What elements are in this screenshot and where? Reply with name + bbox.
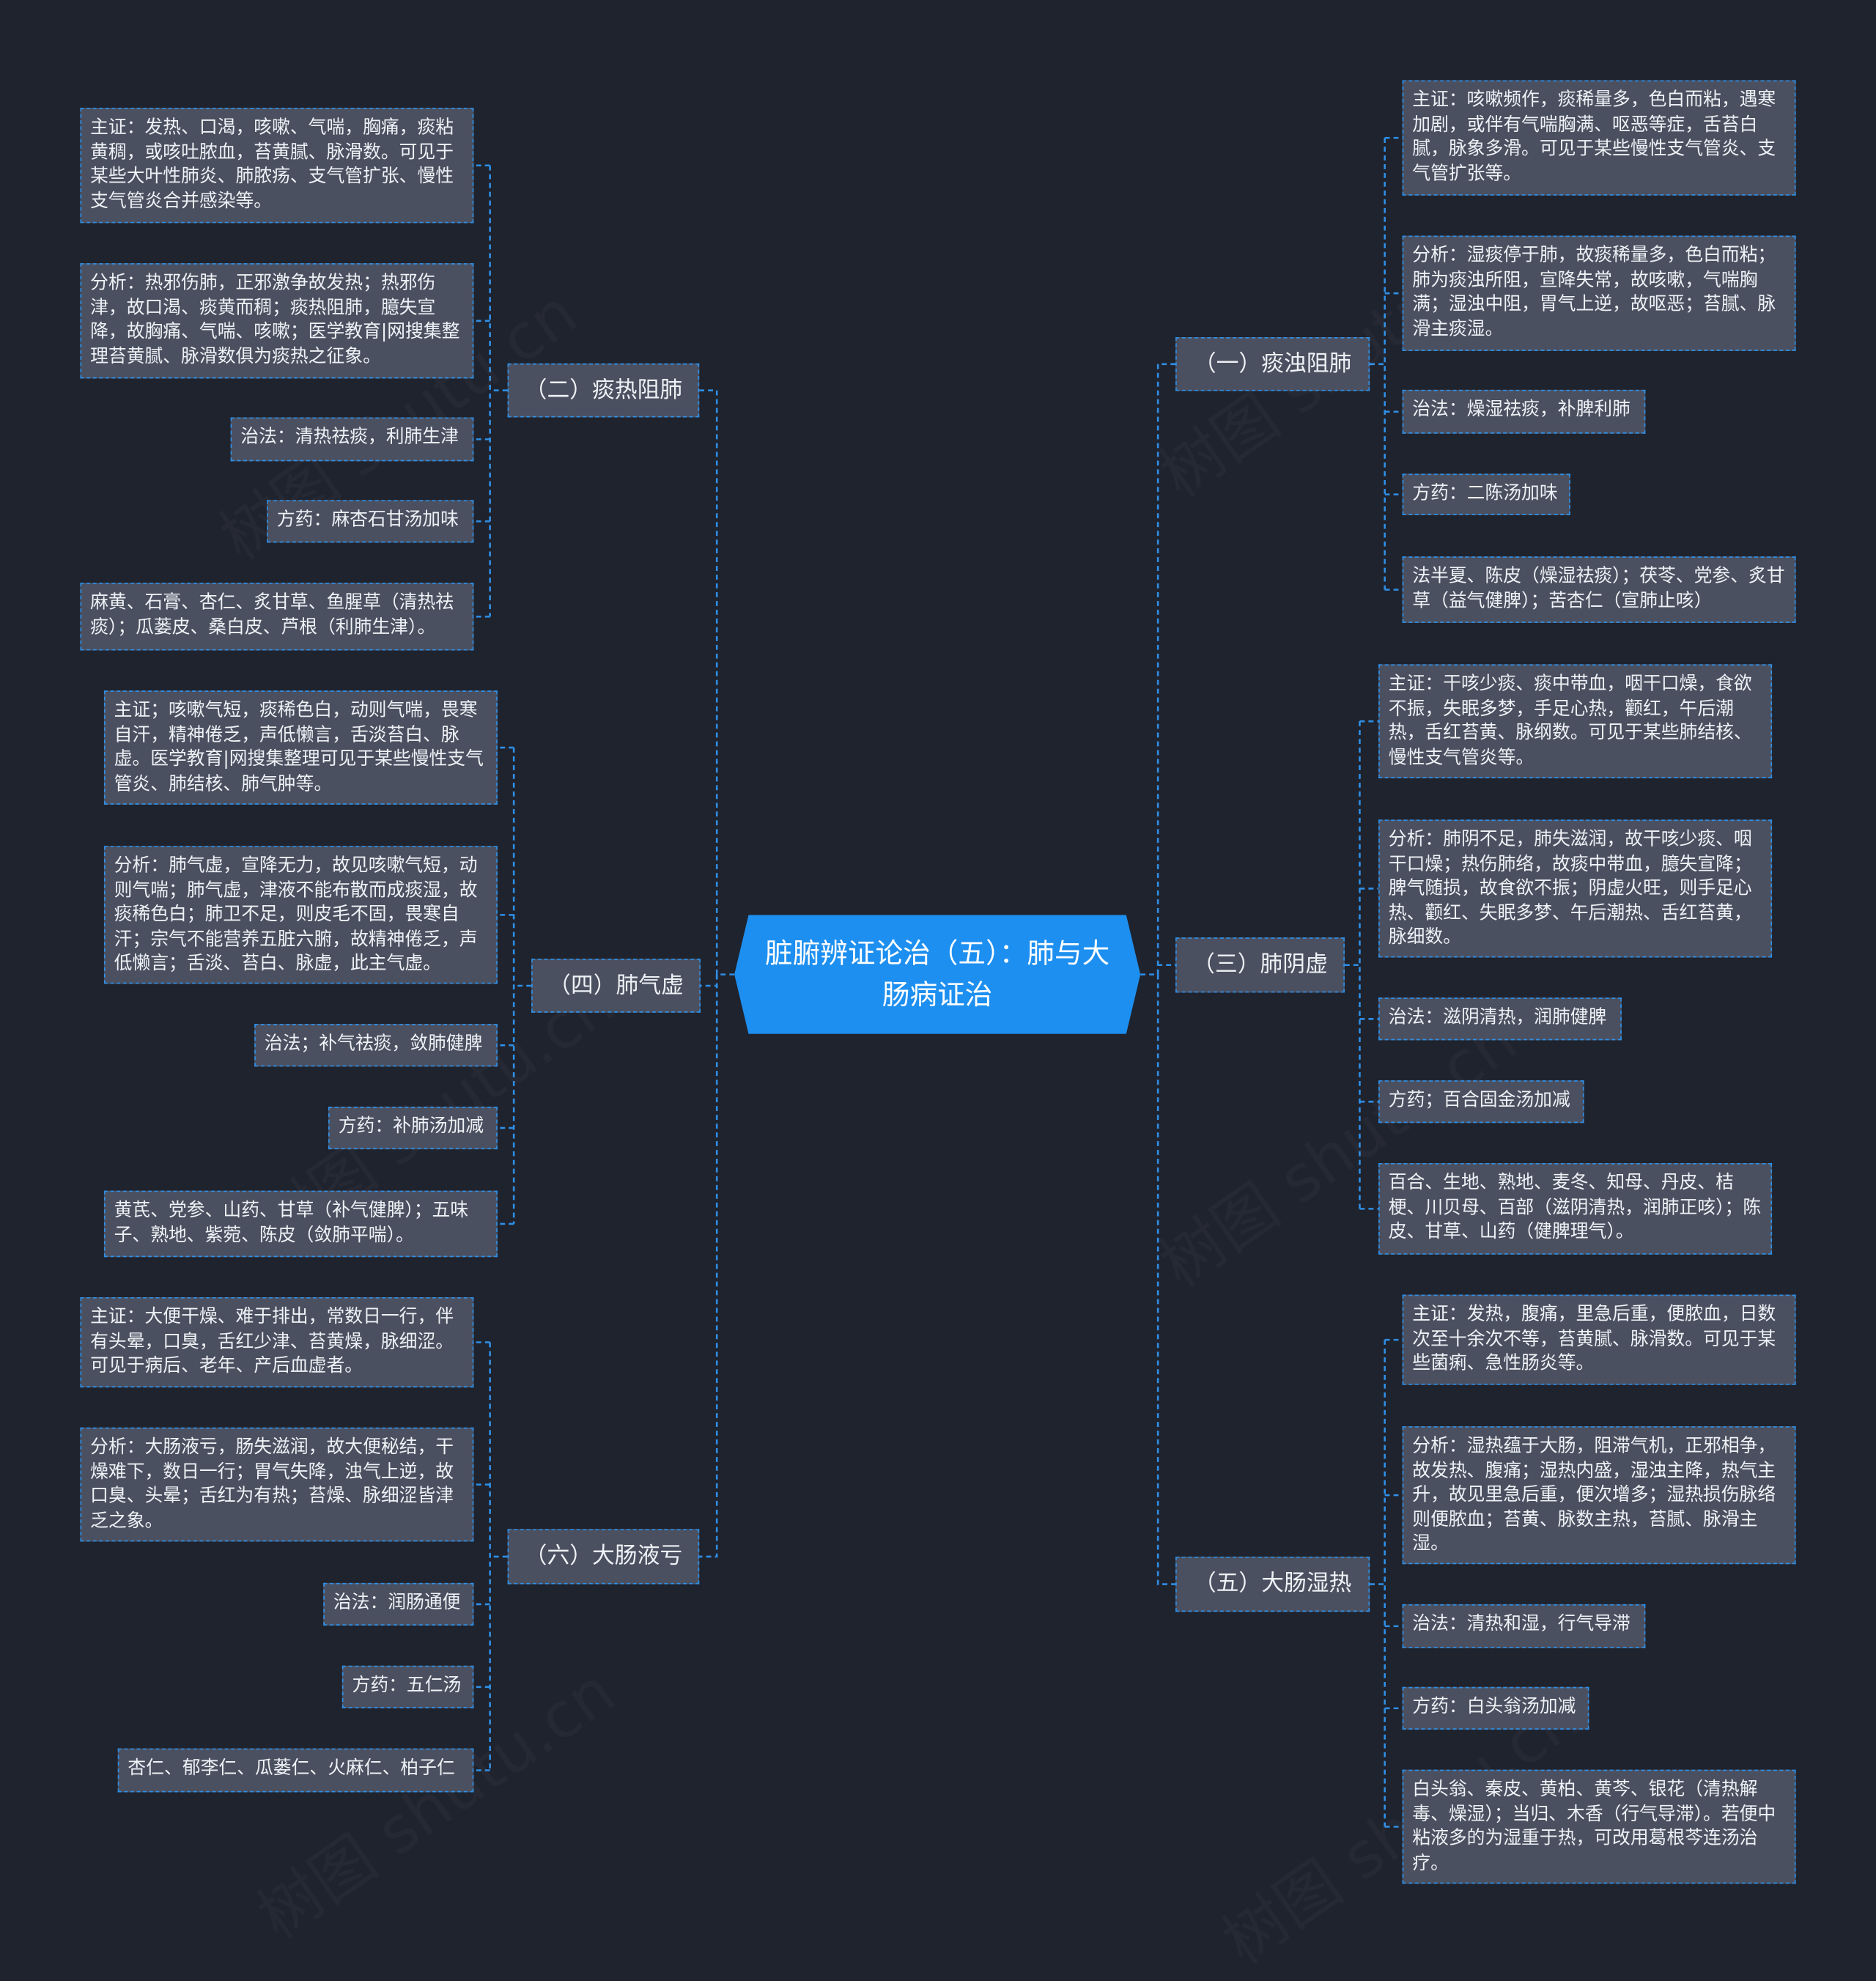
b5-item-4[interactable]: 白头翁、秦皮、黄柏、黄芩、银花（清热解毒、燥湿）；当归、木香（行气导滞）。若便中… (1402, 1769, 1796, 1884)
b6-item-0[interactable]: 主证：大便干燥、难于排出，常数日一行，伴有头晕，口臭，舌红少津、苔黄燥，脉细涩。… (80, 1296, 474, 1388)
connector-b5 (1156, 974, 1176, 1585)
connector-b6 (699, 974, 718, 1558)
b1-item-0[interactable]: 主证：咳嗽频作，痰稀量多，色白而粘，遇寒加剧，或伴有气喘胸满、呕恶等症，舌苔白腻… (1402, 80, 1796, 196)
b3-item-2[interactable]: 治法：滋阴清热，润肺健脾 (1378, 997, 1622, 1041)
branch-b4[interactable]: （四）肺气虚 (531, 959, 701, 1013)
b6-item-2[interactable]: 治法：润肠通便 (323, 1582, 474, 1626)
b3-item-3[interactable]: 方药；百合固金汤加减 (1378, 1080, 1584, 1124)
b3-item-0[interactable]: 主证：干咳少痰、痰中带血，咽干口燥，食欲不振，失眠多梦，手足心热，颧红，午后潮热… (1378, 664, 1773, 778)
b2-item-2[interactable]: 治法：清热祛痰，利肺生津 (230, 417, 474, 462)
b3-item-4[interactable]: 百合、生地、熟地、麦冬、知母、丹皮、桔梗、川贝母、百部（滋阴清热，润肺正咳）；陈… (1378, 1162, 1773, 1255)
b6-item-4[interactable]: 杏仁、郁李仁、瓜蒌仁、火麻仁、柏子仁 (117, 1748, 474, 1793)
b2-item-4[interactable]: 麻黄、石膏、杏仁、炙甘草、鱼腥草（清热祛痰）；瓜蒌皮、桑白皮、芦根（利肺生津）。 (80, 583, 474, 651)
b5-item-1[interactable]: 分析：湿热蕴于大肠，阻滞气机，正邪相争，故发热、腹痛；湿热内盛，湿浊主降，热气主… (1402, 1426, 1796, 1565)
b4-item-2[interactable]: 治法；补气祛痰，敛肺健脾 (254, 1024, 498, 1067)
b4-item-4[interactable]: 黄芪、党参、山药、甘草（补气健脾）；五味子、熟地、紫菀、陈皮（敛肺平喘）。 (103, 1190, 498, 1258)
b6-item-1[interactable]: 分析：大肠液亏，肠失滋润，故大便秘结，干燥难下，数日一行；胃气失降，浊气上逆，故… (80, 1427, 474, 1542)
connector-b2 (699, 389, 718, 975)
b1-item-4[interactable]: 法半夏、陈皮（燥湿祛痰）；茯苓、党参、炙甘草（益气健脾）；苦杏仁（宣肺止咳） (1402, 556, 1796, 623)
b4-item-0[interactable]: 主证；咳嗽气短，痰稀色白，动则气喘，畏寒自汗，精神倦乏，声低懒言，舌淡苔白、脉虚… (103, 690, 498, 805)
b2-item-3[interactable]: 方药：麻杏石甘汤加味 (267, 500, 474, 543)
branch-b1[interactable]: （一）痰浊阻肺 (1175, 337, 1370, 391)
b3-item-1[interactable]: 分析：肺阴不足，肺失滋润，故干咳少痰、咽干口燥；热伤肺络，故痰中带血，臆失宣降；… (1378, 819, 1773, 958)
branch-b2[interactable]: （二）痰热阻肺 (507, 363, 700, 418)
branch-b3[interactable]: （三）肺阴虚 (1175, 937, 1345, 993)
root-topic-label: 脏腑辨证论治（五）：肺与大肠病证治 (764, 938, 1110, 1011)
branch-b6[interactable]: （六）大肠液亏 (507, 1529, 700, 1585)
b5-item-2[interactable]: 治法：清热和湿，行气导滞 (1402, 1604, 1646, 1648)
b4-item-3[interactable]: 方药：补肺汤加减 (328, 1107, 498, 1150)
branch-b5[interactable]: （五）大肠湿热 (1175, 1556, 1370, 1612)
root-topic[interactable]: 脏腑辨证论治（五）：肺与大肠病证治 (734, 915, 1141, 1034)
b2-item-1[interactable]: 分析：热邪伤肺，正邪激争故发热；热邪伤津，故口渴、痰黄而稠；痰热阻肺，臆失宣降，… (80, 263, 474, 379)
connector-b4 (700, 974, 718, 987)
b5-item-0[interactable]: 主证：发热，腹痛，里急后重，便脓血，日数次至十余次不等，苔黄腻、脉滑数。可见于某… (1402, 1294, 1796, 1385)
b6-item-3[interactable]: 方药：五仁汤 (341, 1665, 474, 1708)
b4-item-1[interactable]: 分析：肺气虚，宣降无力，故见咳嗽气短，动则气喘；肺气虚，津液不能布散而成痰湿，故… (103, 846, 498, 984)
connector-b3 (1156, 964, 1176, 975)
b1-item-1[interactable]: 分析：湿痰停于肺，故痰稀量多，色白而粘；肺为痰浊所阻，宣降失常，故咳嗽，气喘胸满… (1402, 235, 1796, 351)
b1-item-3[interactable]: 方药：二陈汤加味 (1402, 473, 1570, 515)
b5-item-3[interactable]: 方药：白头翁汤加减 (1402, 1686, 1589, 1730)
connector-b1 (1156, 363, 1176, 975)
b2-item-0[interactable]: 主证：发热、口渴，咳嗽、气喘，胸痛，痰粘黄稠，或咳吐脓血，苔黄腻、脉滑数。可见于… (80, 108, 474, 224)
b1-item-2[interactable]: 治法：燥湿祛痰，补脾利肺 (1402, 389, 1646, 434)
